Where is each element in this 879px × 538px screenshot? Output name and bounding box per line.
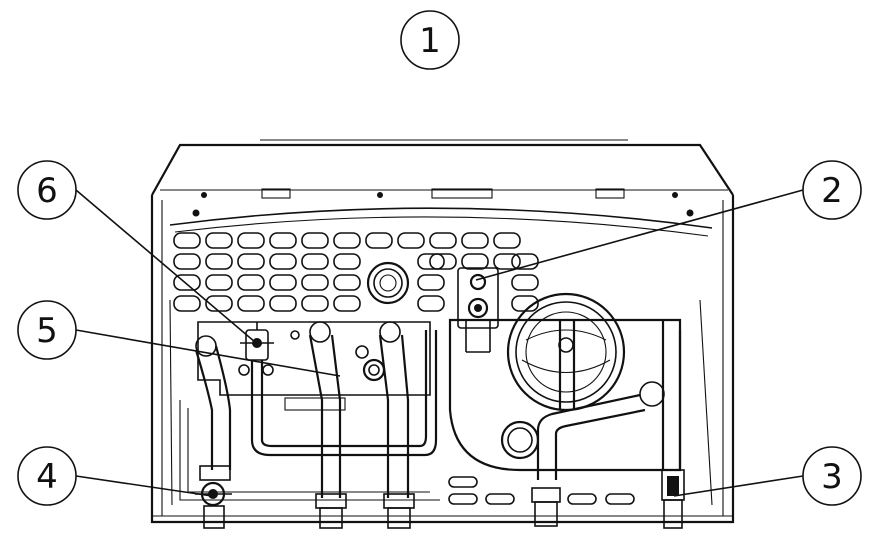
vent-slot bbox=[269, 295, 297, 312]
casing-body bbox=[150, 195, 735, 524]
vent-slot bbox=[173, 232, 201, 249]
vent-slot bbox=[237, 232, 265, 249]
fitting-center-left bbox=[315, 493, 347, 529]
callout-4: 4 bbox=[17, 446, 77, 506]
vent-slot bbox=[205, 274, 233, 291]
callout-2: 2 bbox=[802, 160, 862, 220]
vent-slot bbox=[173, 274, 201, 291]
vent-slot bbox=[461, 253, 489, 270]
vent-slot bbox=[417, 274, 445, 291]
vent-slot bbox=[173, 295, 201, 312]
leader-lines bbox=[75, 189, 804, 497]
leader-4 bbox=[75, 475, 213, 497]
vent-slot bbox=[397, 232, 425, 249]
vent-slot bbox=[269, 274, 297, 291]
vent-slot bbox=[205, 232, 233, 249]
bottom-slots bbox=[448, 476, 635, 505]
callout-3-label: 3 bbox=[821, 457, 843, 497]
vent-slot bbox=[429, 253, 457, 270]
pipe-center-left bbox=[308, 334, 324, 498]
vent-slot bbox=[333, 232, 361, 249]
callout-1: 1 bbox=[400, 10, 460, 70]
casing-lid bbox=[151, 143, 734, 196]
leader-3 bbox=[673, 475, 804, 497]
callout-6-label: 6 bbox=[36, 171, 58, 211]
callout-5: 5 bbox=[17, 300, 77, 360]
callout-6: 6 bbox=[17, 160, 77, 220]
callout-2-label: 2 bbox=[821, 171, 843, 211]
callout-3: 3 bbox=[802, 446, 862, 506]
bottom-fittings bbox=[195, 465, 685, 529]
pipe-center-right bbox=[378, 334, 390, 498]
filling-valve bbox=[240, 322, 274, 361]
vent-slots bbox=[173, 232, 539, 312]
pump-housing bbox=[448, 292, 682, 472]
flue-connector bbox=[366, 261, 410, 305]
vent-slot bbox=[237, 253, 265, 270]
leader-2 bbox=[475, 189, 804, 281]
fitting-center-right bbox=[383, 493, 415, 529]
vent-slot bbox=[237, 274, 265, 291]
vent-slot bbox=[269, 253, 297, 270]
vent-slot bbox=[417, 253, 445, 270]
callout-4-label: 4 bbox=[36, 457, 58, 497]
vent-slot bbox=[205, 253, 233, 270]
vent-slot bbox=[333, 274, 361, 291]
vent-slot bbox=[333, 253, 361, 270]
leader-6 bbox=[75, 189, 256, 343]
fitting-right bbox=[531, 487, 561, 527]
vent-slot bbox=[301, 232, 329, 249]
lower-frame bbox=[169, 299, 713, 506]
callout-5-label: 5 bbox=[36, 311, 58, 351]
isolation-valve-right bbox=[661, 469, 685, 529]
vent-slot bbox=[429, 232, 457, 249]
vent-slot bbox=[173, 253, 201, 270]
vent-slot bbox=[301, 274, 329, 291]
vent-slot bbox=[493, 253, 521, 270]
valve-plate bbox=[197, 321, 431, 411]
vent-slot bbox=[417, 295, 445, 312]
vent-slot bbox=[511, 253, 539, 270]
vent-slot bbox=[205, 295, 233, 312]
vent-slot bbox=[511, 274, 539, 291]
vent-slot bbox=[333, 295, 361, 312]
vent-slot bbox=[237, 295, 265, 312]
vent-slot bbox=[461, 232, 489, 249]
inner-panel-edge bbox=[169, 207, 713, 229]
boiler-casing bbox=[150, 139, 735, 524]
vent-slot bbox=[365, 232, 393, 249]
vent-slot bbox=[301, 295, 329, 312]
pressure-relief-valve bbox=[457, 267, 499, 353]
vent-slot bbox=[493, 232, 521, 249]
pipe-right-bend bbox=[536, 393, 641, 480]
callout-1-label: 1 bbox=[419, 21, 441, 61]
vent-slot bbox=[301, 253, 329, 270]
leader-5 bbox=[75, 329, 341, 377]
isolation-valve-left bbox=[195, 465, 232, 529]
vent-slot bbox=[269, 232, 297, 249]
